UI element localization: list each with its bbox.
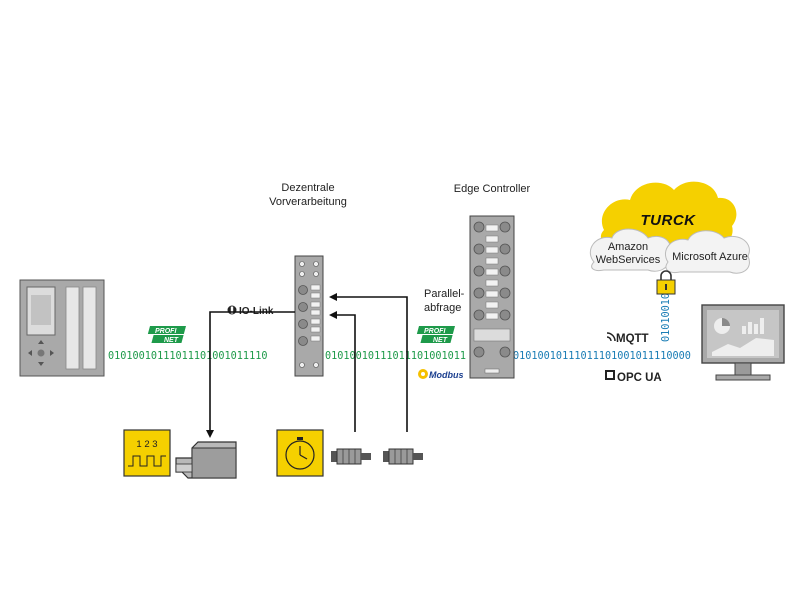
bitstream-edge-to-pc: 01010010111011101001011110000	[513, 351, 691, 362]
bitstream-module-to-edge: 01010010111011101001011	[325, 351, 466, 362]
profinet-logo-left: PROFI NET	[147, 326, 186, 344]
svg-text:OPC UA: OPC UA	[617, 372, 662, 384]
label-parallel-line2: abfrage	[424, 302, 461, 314]
svg-text:NET: NET	[433, 337, 448, 344]
cloud-aws-line1: Amazon	[608, 241, 648, 253]
cloud-aws-line2: WebServices	[596, 254, 661, 266]
profinet-logo-right: PROFI NET	[416, 326, 455, 344]
pie-chart-icon	[714, 318, 730, 334]
bar-chart-icon	[742, 318, 764, 334]
svg-text:PROFI: PROFI	[424, 328, 446, 335]
label-decentral-line1: Dezentrale	[281, 182, 334, 194]
label-decentral-line2: Vorverarbeitung	[269, 196, 347, 208]
sensor2-connection-line	[329, 293, 408, 432]
iolink-connection-line	[206, 311, 295, 438]
io-module-decentral	[294, 255, 324, 377]
proximity-sensor-2-icon	[383, 448, 423, 465]
monitor-dashboard	[701, 304, 785, 381]
encoder-device-icon	[175, 441, 237, 479]
cloud-azure-label: Microsoft Azure	[672, 251, 748, 263]
svg-text:Modbus: Modbus	[429, 370, 464, 380]
label-edge-controller: Edge Controller	[454, 183, 531, 195]
lock-icon	[656, 270, 676, 295]
proximity-sensor-1-icon	[331, 448, 371, 465]
cloud-brand-logo: TURCK	[641, 212, 697, 229]
bitstream-vertical: 01010010	[661, 293, 672, 342]
svg-text:PROFI: PROFI	[155, 328, 177, 335]
svg-text:NET: NET	[164, 337, 179, 344]
cloud-icon: TURCK Amazon WebServices Microsoft Azure	[589, 181, 750, 274]
svg-text:1 2 3: 1 2 3	[136, 439, 157, 450]
label-parallel-line1: Parallel-	[424, 288, 465, 300]
mqtt-logo: MQTT	[606, 332, 649, 345]
modbus-logo: Modbus	[418, 369, 464, 380]
timer-sensor-icon	[276, 429, 324, 477]
counter-sensor-icon: 1 2 3	[123, 429, 171, 477]
bitstream-plc-to-module: 01010010111011101001011110	[108, 351, 267, 362]
opcua-logo: OPC UA	[605, 370, 662, 384]
edge-controller	[469, 215, 515, 379]
plc-controller	[19, 279, 105, 377]
svg-text:MQTT: MQTT	[616, 333, 649, 345]
dpad-icon	[28, 340, 54, 366]
area-chart-icon	[712, 338, 774, 356]
sensor1-connection-line	[329, 311, 356, 432]
